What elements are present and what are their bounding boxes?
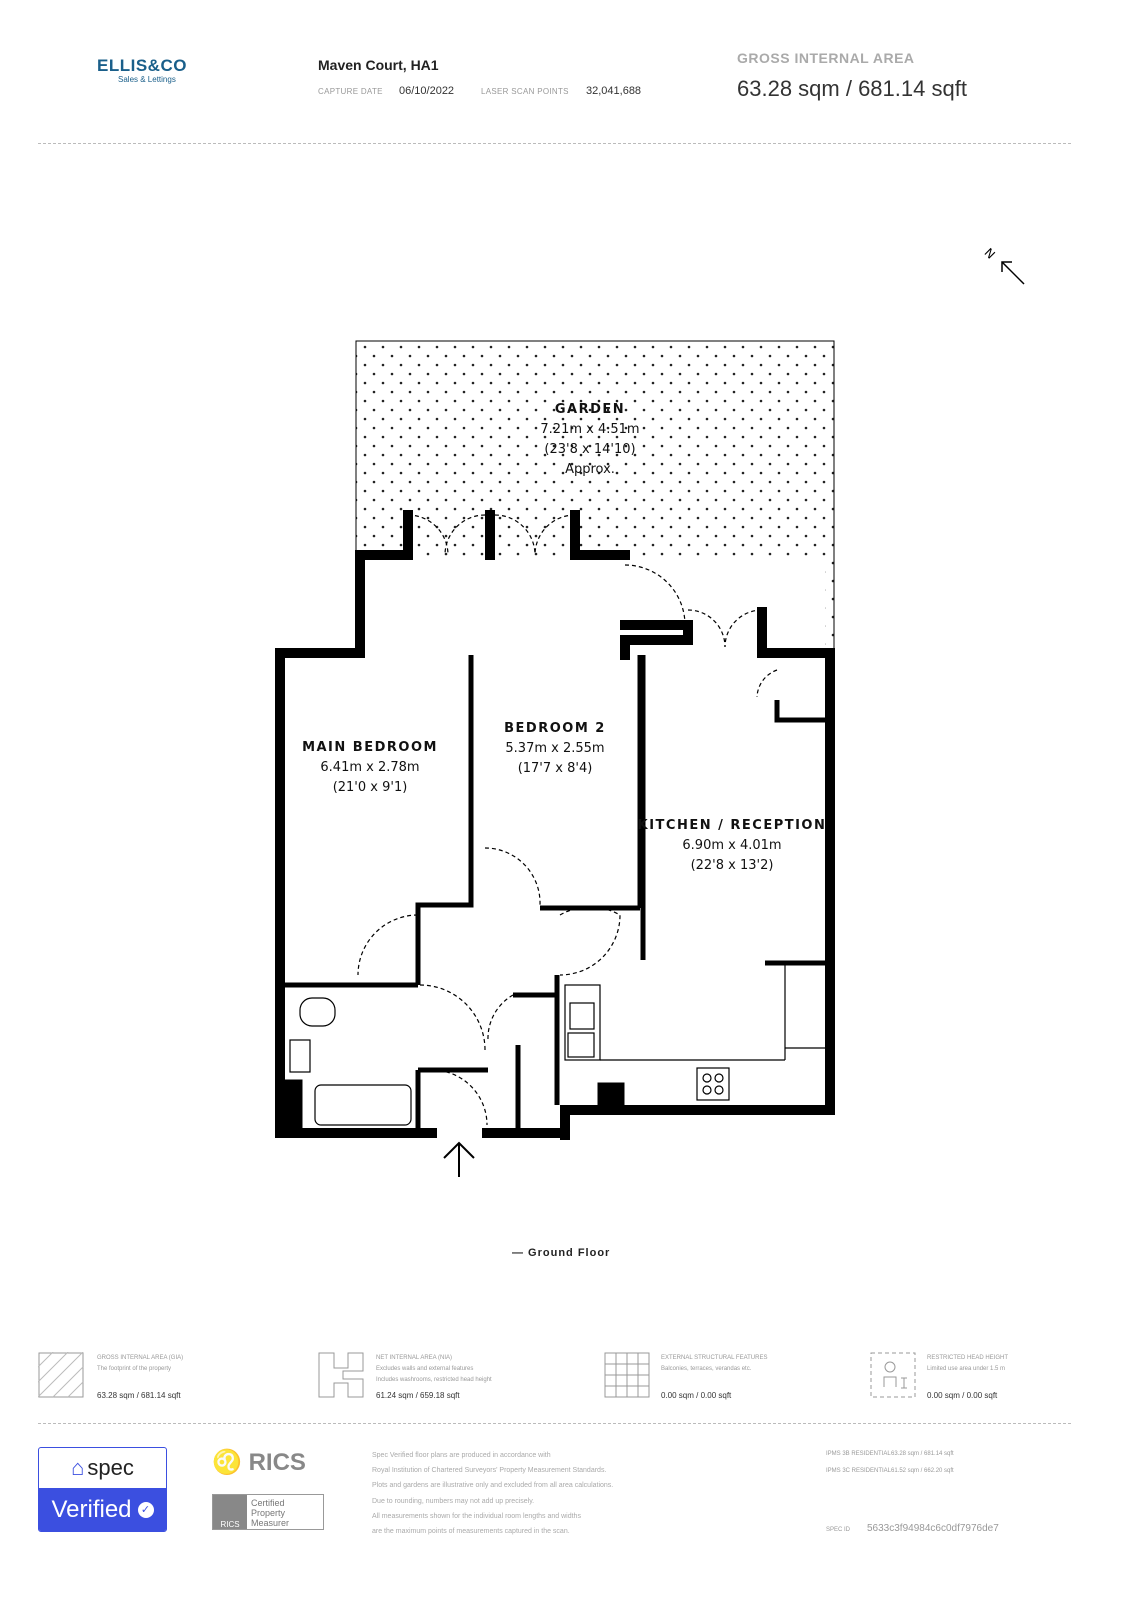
room-name: MAIN BEDROOM [302, 740, 438, 755]
legend-title: RESTRICTED HEAD HEIGHT [927, 1355, 1009, 1361]
person-height-icon [870, 1352, 916, 1398]
spec-verified-badge: ⌂spec Verified ✓ [38, 1447, 167, 1532]
room-bedroom-2: BEDROOM 2 5.37m x 2.55m (17'7 x 8'4) [470, 719, 640, 779]
spec-house-icon: ⌂ [71, 1455, 85, 1480]
legend-desc: Limited use area under 1.5 m [927, 1366, 1006, 1372]
legend-desc: The footprint of the property [97, 1366, 172, 1372]
property-name: Maven Court, HA1 [318, 57, 439, 73]
room-metric: 6.90m x 4.01m [682, 838, 782, 853]
room-imperial: (21'0 x 9'1) [332, 780, 408, 795]
scan-points: 32,041,688 [586, 85, 642, 97]
divider [38, 143, 1071, 144]
spec-id-label: SPEC ID [826, 1527, 851, 1533]
spec-id: 5633c3f94984c6c0df7976de7 [867, 1523, 999, 1534]
spec-logo-text: spec [87, 1455, 134, 1480]
room-name: BEDROOM 2 [504, 721, 606, 736]
legend-desc: Excludes walls and external features [376, 1366, 474, 1372]
cert-line: Property [251, 1508, 286, 1518]
room-name: KITCHEN / RECEPTION [637, 818, 827, 833]
cert-line: Certified [251, 1498, 285, 1508]
disclaimer-line: All measurements shown for the individua… [372, 1512, 581, 1520]
brand-subtitle: Sales & Lettings [118, 75, 176, 84]
cert-line: Measurer [251, 1518, 290, 1528]
room-metric: 7.21m x 4.51m [540, 422, 640, 437]
legend-title: GROSS INTERNAL AREA (GIA) [97, 1355, 184, 1361]
entrance-arrow-icon [443, 1141, 475, 1177]
gia-hatch-icon [38, 1352, 84, 1398]
room-garden: GARDEN 7.21m x 4.51m (23'8 x 14'10) Appr… [490, 400, 690, 480]
legend-desc: Balconies, terraces, verandas etc. [661, 1366, 752, 1372]
fixtures [289, 965, 825, 1126]
ipms-label: IPMS 3C RESIDENTIAL [826, 1468, 892, 1474]
capture-date: 06/10/2022 [399, 85, 455, 97]
disclaimer-line: Spec Verified floor plans are produced i… [372, 1452, 551, 1459]
rics-logo: ♌ RICS [212, 1448, 306, 1477]
scan-points-label: LASER SCAN POINTS [481, 87, 569, 96]
room-imperial: (23'8 x 14'10) [544, 442, 636, 457]
svg-text:N: N [982, 246, 998, 262]
room-main-bedroom: MAIN BEDROOM 6.41m x 2.78m (21'0 x 9'1) [280, 738, 460, 798]
legend-title: NET INTERNAL AREA (NIA) [376, 1355, 453, 1361]
room-name: GARDEN [554, 402, 626, 417]
disclaimer-line: Plots and gardens are illustrative only … [372, 1482, 614, 1490]
nia-hatch-icon [318, 1352, 364, 1398]
ipms-label: IPMS 3B RESIDENTIAL [826, 1451, 891, 1457]
rics-lion-icon: ♌ [212, 1449, 242, 1476]
grid-icon [604, 1352, 650, 1398]
room-note: Approx. [565, 462, 615, 477]
divider [38, 1423, 1071, 1424]
gia-label: GROSS INTERNAL AREA [737, 50, 915, 66]
verified-text: Verified [51, 1495, 132, 1523]
ipms-value: 61.52 sqm / 662.20 sqft [891, 1468, 954, 1474]
room-metric: 5.37m x 2.55m [505, 741, 605, 756]
legend-value: 61.24 sqm / 659.18 sqft [376, 1391, 460, 1400]
legend-title: EXTERNAL STRUCTURAL FEATURES [661, 1355, 768, 1361]
disclaimer-line: Due to rounding, numbers may not add up … [372, 1497, 535, 1505]
room-kitchen-reception: KITCHEN / RECEPTION 6.90m x 4.01m (22'8 … [632, 816, 832, 876]
check-circle-icon: ✓ [137, 1501, 154, 1518]
disclaimer-line: Royal Institution of Chartered Surveyors… [372, 1467, 607, 1475]
rics-text: RICS [248, 1449, 306, 1476]
rics-small-logo: RICS [213, 1495, 247, 1529]
interior-walls [282, 655, 825, 1135]
brand-logo: ELLIS&CO [97, 56, 187, 75]
gia-value: 63.28 sqm / 681.14 sqft [737, 76, 967, 101]
floor-plan-drawing: N [275, 246, 1025, 1177]
legend-value: 0.00 sqm / 0.00 sqft [927, 1391, 998, 1400]
legend-value: 63.28 sqm / 681.14 sqft [97, 1391, 181, 1400]
door-swings [357, 514, 778, 1126]
legend-desc: Includes washrooms, restricted head heig… [376, 1377, 492, 1383]
disclaimer-line: are the maximum points of measurements c… [372, 1528, 570, 1536]
room-metric: 6.41m x 2.78m [320, 760, 420, 775]
walls [275, 510, 835, 1140]
room-imperial: (22'8 x 13'2) [690, 858, 774, 873]
north-arrow-icon: N [982, 246, 1025, 285]
disclaimer: Spec Verified floor plans are produced i… [372, 1448, 613, 1539]
room-imperial: (17'7 x 8'4) [517, 761, 593, 776]
ipms-value: 63.28 sqm / 681.14 sqft [891, 1451, 954, 1457]
legend-value: 0.00 sqm / 0.00 sqft [661, 1391, 732, 1400]
floor-label: — Ground Floor [512, 1247, 611, 1259]
capture-date-label: CAPTURE DATE [318, 87, 383, 96]
